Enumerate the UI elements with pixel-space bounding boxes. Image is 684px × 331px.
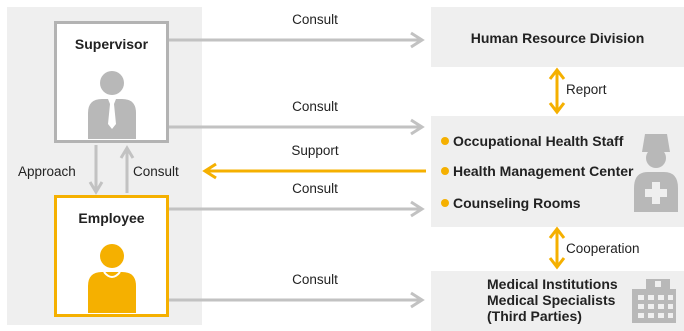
health-item: Counseling Rooms (441, 195, 581, 211)
consult-label: Consult (292, 99, 338, 114)
cooperation-arrow (548, 226, 566, 270)
medical-label: Medical Institutions Medical Specialists… (487, 276, 618, 324)
report-arrow (548, 67, 566, 115)
support-arrow (202, 162, 426, 180)
medical-line: Medical Institutions (487, 276, 618, 292)
report-label: Report (566, 82, 607, 97)
supervisor-label: Supervisor (74, 36, 149, 52)
medical-line: Medical Specialists (487, 292, 616, 308)
health-item-label: Counseling Rooms (453, 195, 581, 211)
bullet-dot (441, 137, 449, 145)
vertical-arrows (88, 145, 135, 195)
health-item: Health Management Center (441, 163, 633, 179)
consult-label: Consult (292, 12, 338, 27)
nurse-icon (634, 134, 678, 212)
health-item: Occupational Health Staff (441, 133, 623, 149)
person-icon (88, 244, 136, 313)
medical-line: (Third Parties) (487, 308, 582, 324)
hospital-icon (632, 279, 676, 323)
bullet-dot (441, 167, 449, 175)
person-tie-icon (88, 71, 136, 139)
health-item-label: Health Management Center (453, 163, 634, 179)
hr-box (431, 7, 684, 67)
consult-arrows (169, 31, 425, 309)
cooperation-label: Cooperation (566, 241, 640, 256)
consult-label: Consult (292, 272, 338, 287)
bullet-dot (441, 199, 449, 207)
employee-label: Employee (78, 210, 145, 226)
consult-label: Consult (133, 164, 179, 179)
approach-label: Approach (18, 164, 76, 179)
consult-label: Consult (292, 181, 338, 196)
health-item-label: Occupational Health Staff (453, 133, 624, 149)
support-label: Support (291, 143, 339, 158)
hr-label: Human Resource Division (470, 30, 645, 46)
